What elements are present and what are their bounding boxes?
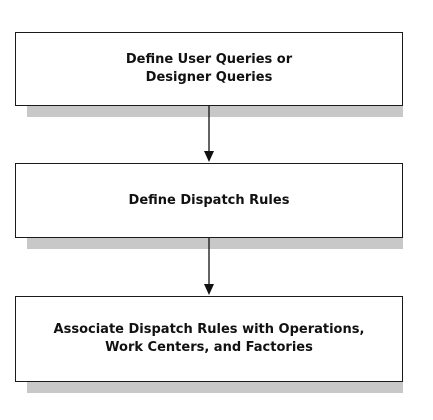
step-2-box: Define Dispatch Rules xyxy=(15,163,403,238)
step-3-box: Associate Dispatch Rules with Operations… xyxy=(15,296,403,382)
step-3-label: Associate Dispatch Rules with Operations… xyxy=(53,322,365,355)
arrow-2-to-3 xyxy=(204,238,214,295)
step-1-label: Define User Queries or Designer Queries xyxy=(125,52,293,85)
step-2-label: Define Dispatch Rules xyxy=(128,192,290,208)
arrow-1-to-2 xyxy=(204,106,214,162)
step-1-box: Define User Queries or Designer Queries xyxy=(15,32,403,106)
